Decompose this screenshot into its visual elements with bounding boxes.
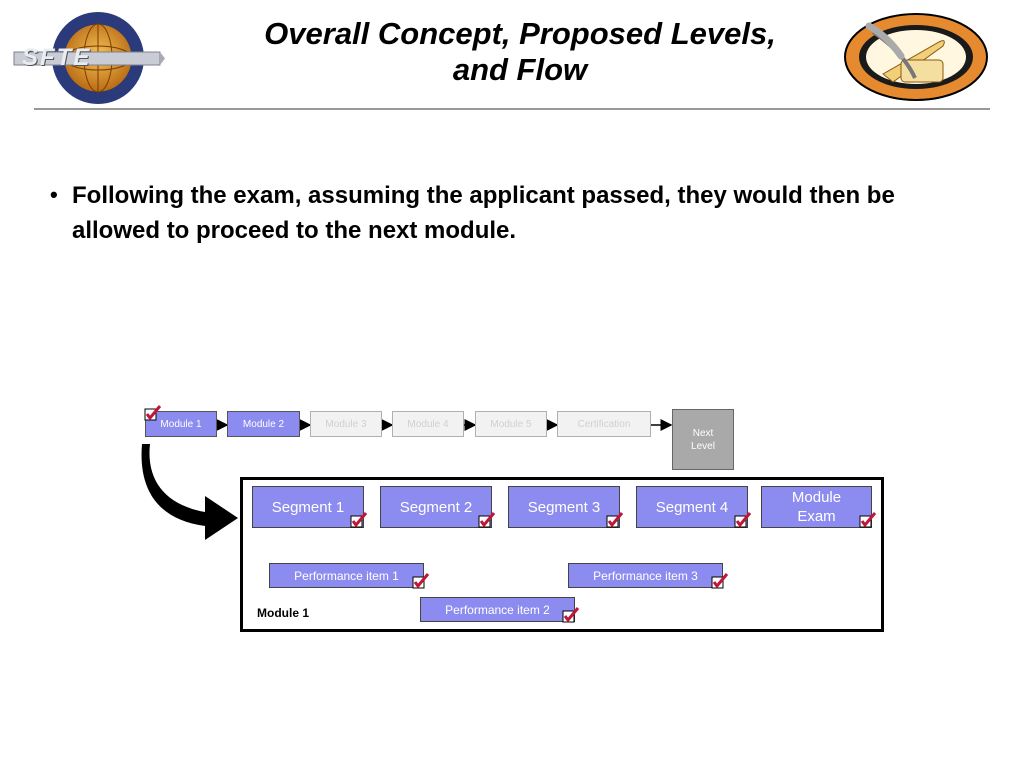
certification-box[interactable]: Certification bbox=[557, 411, 651, 437]
next-level-line-2: Level bbox=[691, 440, 715, 452]
segment-3-box[interactable]: Segment 3 bbox=[508, 486, 620, 528]
next-level-box[interactable]: Next Level bbox=[672, 409, 734, 470]
performance-item-2-box[interactable]: Performance item 2 bbox=[420, 597, 575, 622]
checkmark-icon bbox=[734, 512, 752, 528]
logo-monogram: SFTE bbox=[22, 44, 92, 71]
checkmark-icon bbox=[478, 512, 496, 528]
module-detail-label: Module 1 bbox=[257, 606, 310, 620]
module-3-box[interactable]: Module 3 bbox=[310, 411, 382, 437]
title-line-1: Overall Concept, Proposed Levels, bbox=[264, 16, 776, 51]
checkmark-icon bbox=[412, 573, 430, 589]
module-5-box[interactable]: Module 5 bbox=[475, 411, 547, 437]
module-exam-box[interactable]: Module Exam bbox=[761, 486, 872, 528]
checkmark-icon bbox=[350, 512, 368, 528]
sfte-logo-icon: SFTE bbox=[10, 8, 165, 108]
quill-scroll-logo-icon bbox=[843, 12, 989, 102]
segment-4-box[interactable]: Segment 4 bbox=[636, 486, 748, 528]
module-1-box[interactable]: Module 1 bbox=[145, 411, 217, 437]
performance-item-3-box[interactable]: Performance item 3 bbox=[568, 563, 723, 588]
checkmark-icon bbox=[711, 573, 729, 589]
bullet-text: Following the exam, assuming the applica… bbox=[72, 182, 895, 244]
next-level-line-1: Next bbox=[692, 427, 714, 439]
checkmark-icon bbox=[144, 405, 162, 421]
checkmark-icon bbox=[606, 512, 624, 528]
segment-2-box[interactable]: Segment 2 bbox=[380, 486, 492, 528]
page-title: Overall Concept, Proposed Levels, and Fl… bbox=[210, 16, 830, 88]
performance-item-1-box[interactable]: Performance item 1 bbox=[269, 563, 424, 588]
segment-1-box[interactable]: Segment 1 bbox=[252, 486, 364, 528]
module-2-box[interactable]: Module 2 bbox=[227, 411, 300, 437]
bullet-marker: • bbox=[50, 182, 58, 207]
module-exam-line-1: Module bbox=[791, 489, 842, 506]
title-line-2: and Flow bbox=[452, 52, 588, 87]
checkmark-icon bbox=[562, 607, 580, 623]
header-divider bbox=[34, 108, 990, 110]
module-4-box[interactable]: Module 4 bbox=[392, 411, 464, 437]
checkmark-icon bbox=[859, 512, 877, 528]
module-exam-line-2: Exam bbox=[797, 508, 836, 525]
